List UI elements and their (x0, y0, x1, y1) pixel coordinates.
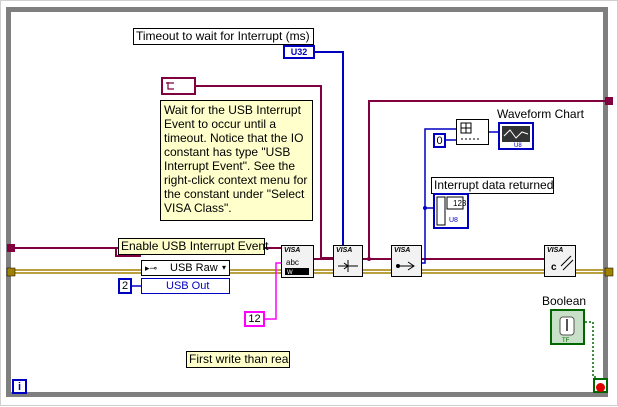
visa-tag: VISA (547, 247, 564, 254)
array-type: U8 (449, 217, 458, 224)
visa-wait-event-node[interactable]: VISA (333, 245, 363, 277)
usb-out-label: USB Out (166, 280, 210, 292)
bool-wire[interactable] (585, 321, 598, 378)
visa-tunnel-right[interactable] (605, 97, 613, 105)
visa-usb-event-data-node[interactable]: VISA (391, 245, 422, 277)
visa-close-node[interactable]: VISA c (544, 245, 576, 277)
error-tunnel-left[interactable] (6, 267, 16, 277)
stop-terminal[interactable] (593, 378, 608, 393)
timeout-u32-terminal[interactable]: U32 (283, 45, 315, 59)
visa-write-icon: abc W (285, 258, 309, 276)
svg-text:c: c (551, 262, 557, 273)
error-wire[interactable] (13, 269, 608, 274)
stop-icon (596, 383, 605, 392)
timeout-wire[interactable] (315, 51, 344, 246)
usb-raw-label: USB Raw (170, 262, 218, 274)
svg-text:abc: abc (286, 258, 299, 267)
waveform-chart-terminal[interactable]: U8 (498, 122, 534, 150)
waveform-chart-label: Waveform Chart (497, 107, 584, 121)
visa-usb-event-data-icon (396, 261, 415, 271)
string-wire[interactable] (265, 262, 281, 320)
enable-event-node[interactable]: ▸⊸ USB Raw ▾ (141, 260, 230, 276)
toggle-switch-icon: TF (559, 316, 575, 344)
dropdown-icon: ▾ (221, 263, 226, 272)
visa-tag: VISA (336, 247, 353, 254)
waveform-chart-icon: U8 (502, 126, 530, 149)
chart-type: U8 (514, 143, 522, 148)
interrupt-data-terminal[interactable]: 123 U8 (433, 193, 469, 229)
visa-tag: VISA (284, 247, 301, 254)
svg-text:W: W (287, 270, 293, 276)
array-index-node[interactable] (456, 119, 489, 145)
interrupt-data-label: Interrupt data returned (431, 177, 554, 194)
usb-out-index-constant[interactable]: 2 (118, 278, 132, 294)
array-index-constant[interactable]: 0 (433, 133, 446, 148)
visa-tag: VISA (394, 247, 411, 254)
array-index-icon (460, 122, 481, 140)
usb-interrupt-event-constant[interactable] (161, 77, 196, 95)
enable-event-icon: ▸⊸ (145, 263, 158, 273)
usb-out-field[interactable]: USB Out (141, 278, 230, 294)
cluster-icon (436, 196, 464, 226)
timeout-label: Timeout to wait for Interrupt (ms) (133, 28, 314, 45)
write-buffer-constant[interactable]: 12 (244, 311, 265, 327)
visa-wait-event-icon (338, 260, 358, 272)
enable-event-label: Enable USB Interrupt Event (118, 238, 268, 255)
iteration-terminal: i (12, 379, 27, 394)
array-value: 123 (453, 199, 467, 208)
visa-write-node[interactable]: VISA abc W (281, 245, 314, 278)
comment-note: Wait for the USB Interrupt Event to occu… (160, 100, 313, 221)
visa-close-icon: c (551, 255, 574, 273)
visa-tunnel-left[interactable] (7, 244, 15, 252)
error-tunnel-right[interactable] (604, 267, 614, 277)
first-write-label: First write than rea (186, 351, 290, 368)
int-wire[interactable] (132, 128, 498, 287)
bool-type: TF (562, 338, 570, 343)
boolean-label: Boolean (542, 294, 587, 308)
visa-class-icon (166, 82, 174, 90)
boolean-terminal[interactable]: TF (550, 309, 585, 345)
